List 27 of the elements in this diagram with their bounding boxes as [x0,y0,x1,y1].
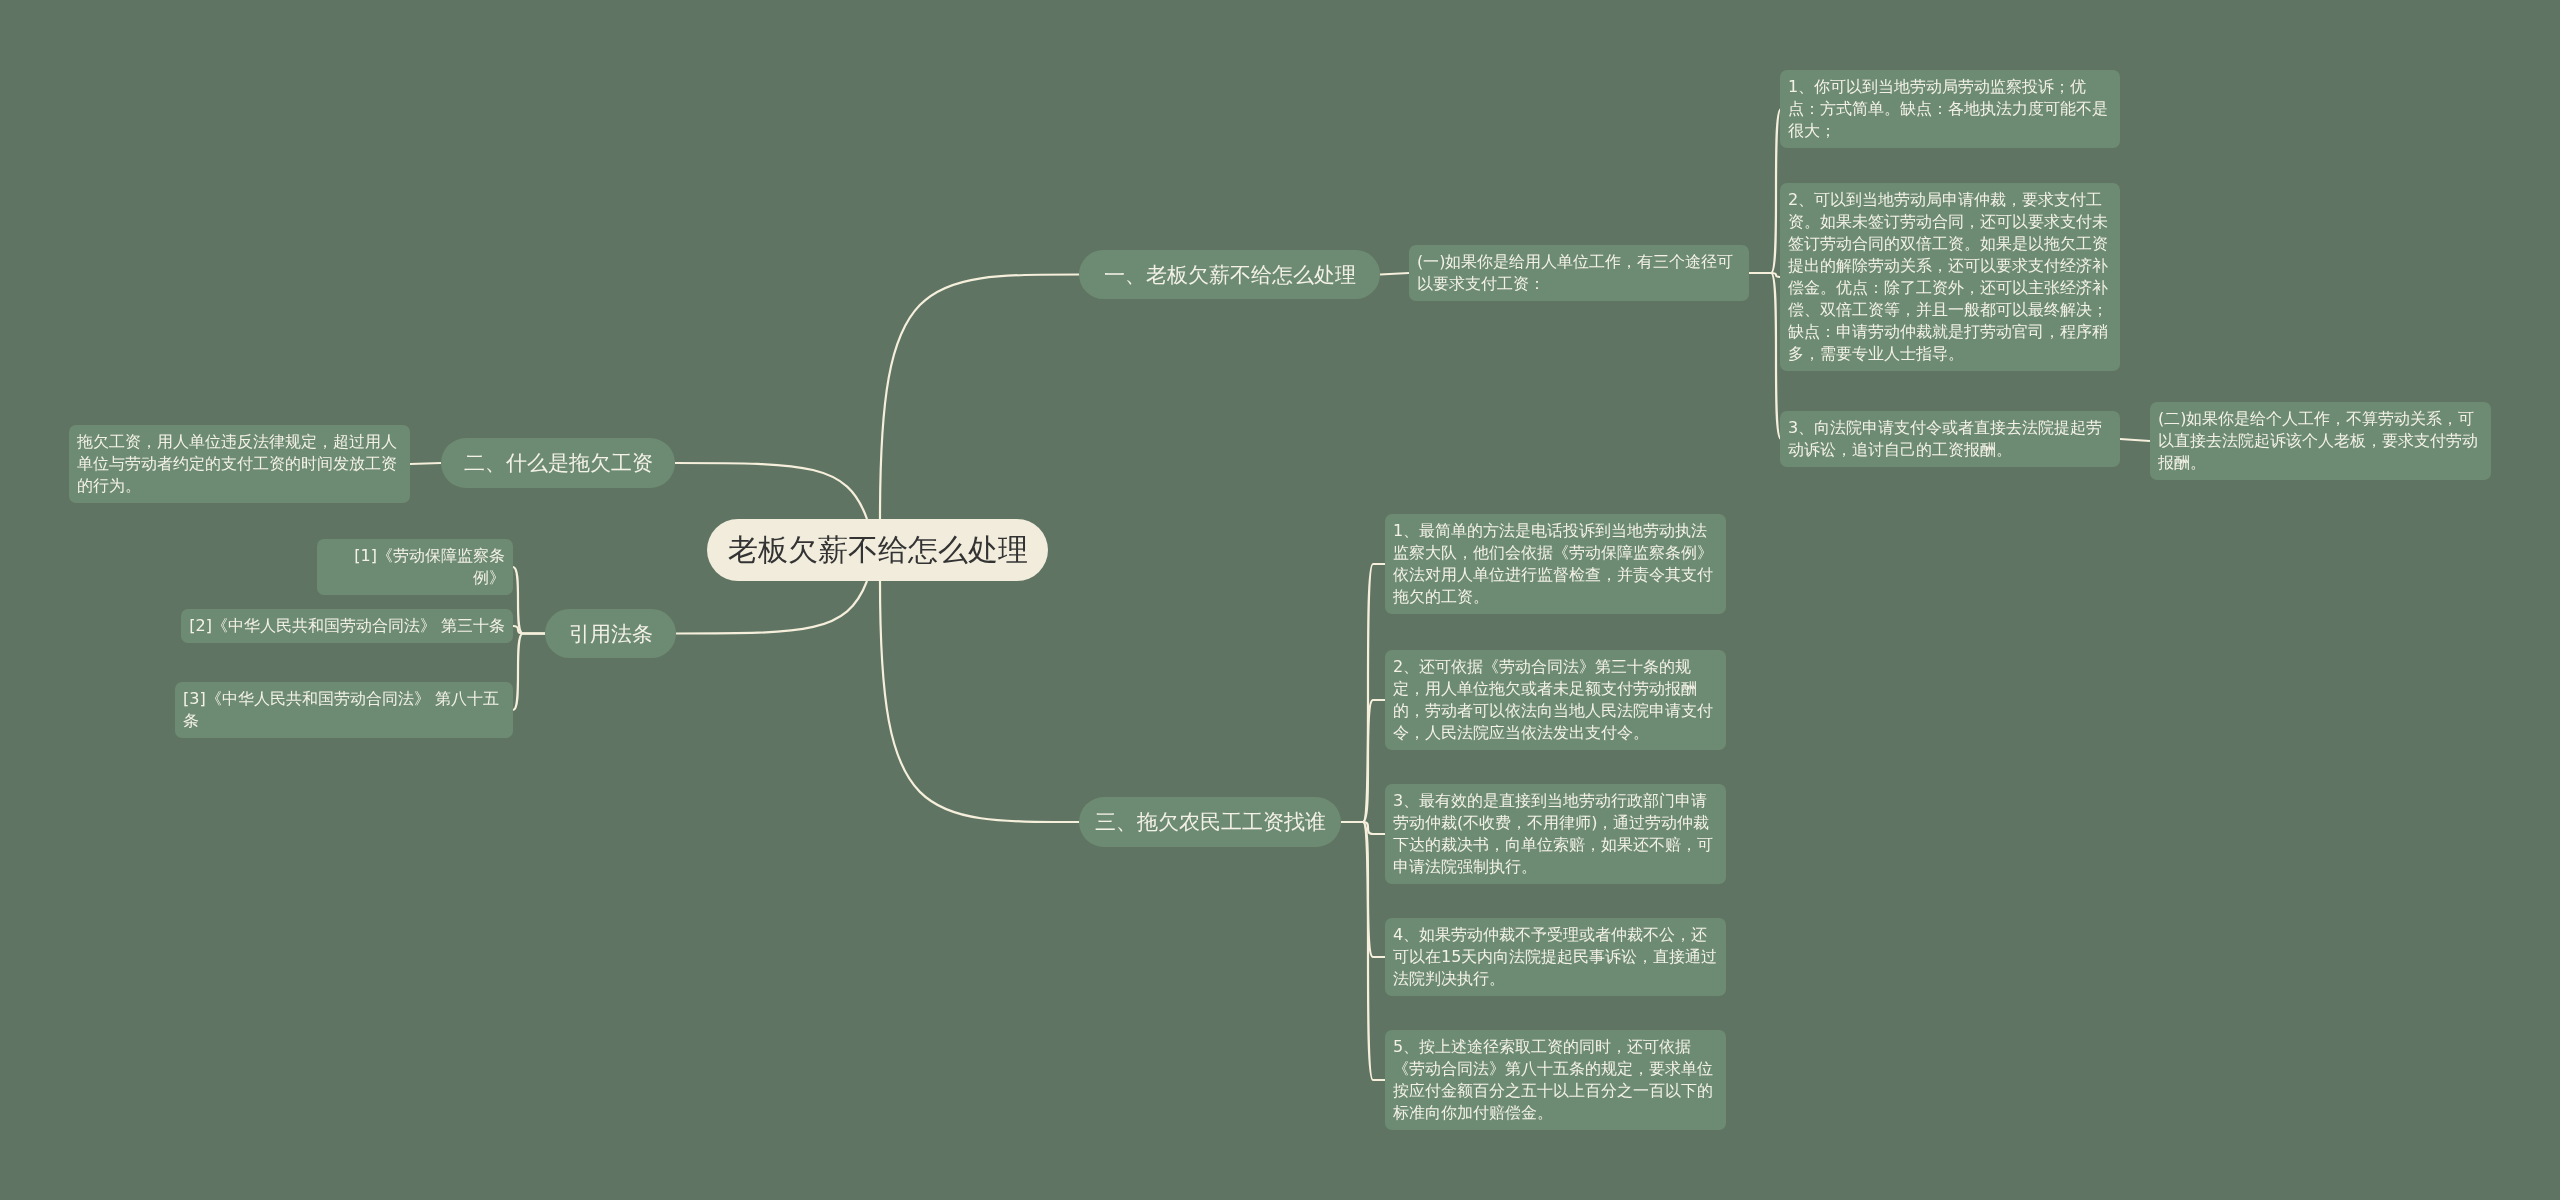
note-box: [1]《劳动保障监察条例》 [317,539,513,595]
connector-line [675,461,868,520]
note-box: 4、如果劳动仲裁不予受理或者仲裁不公，还可以在15天内向法院提起民事诉讼，直接通过法院判决执行。 [1385,918,1726,996]
note-box: (二)如果你是给个人工作，不算劳动关系，可以直接去法院起诉该个人老板，要求支付劳动报酬。 [2150,402,2491,480]
note-box: 3、向法院申请支付令或者直接去法院提起劳动诉讼，追讨自己的工资报酬。 [1780,411,2120,467]
note-box: [3]《中华人民共和国劳动合同法》 第八十五条 [175,682,513,738]
connector-line [409,461,442,466]
topic-box: 二、什么是拖欠工资 [441,438,675,488]
central-topic: 老板欠薪不给怎么处理 [707,519,1048,581]
connector-line [878,581,1079,824]
note-box: 1、最简单的方法是电话投诉到当地劳动执法监察大队，他们会依据《劳动保障监察条例》依法对用人单位进行监督检查，并责令其支付拖欠的工资。 [1385,514,1726,614]
connector-line [1379,271,1410,276]
note-box: (一)如果你是给用人单位工作，有三个途径可以要求支付工资： [1409,245,1749,301]
topic-box: 一、老板欠薪不给怎么处理 [1079,250,1380,299]
connector-line [2119,437,2151,443]
note-box: 2、还可依据《劳动合同法》第三十条的规定，用人单位拖欠或者未足额支付劳动报酬的，劳动者可以依法向当地人民法院申请支付令，人民法院应当依法发出支付令。 [1385,650,1726,750]
note-box: 2、可以到当地劳动局申请仲裁，要求支付工资。如果未签订劳动合同，还可以要求支付未签订劳动合同的双倍工资。如果是以拖欠工资提出的解除劳动关系，还可以要求支付经济补偿金。优点：除了工资外，还可以主张经济补偿、双倍工资等，并且一般都可以最终解决；缺点：申请劳动仲裁就是打劳动官司，程序稍多，需要专业人士指导。 [1780,183,2120,371]
note-box: 1、你可以到当地劳动局劳动监察投诉；优点：方式简单。缺点：各地执法力度可能不是很大； [1780,70,2120,148]
connector-line [676,580,868,635]
connector-line [878,273,1079,519]
note-box: [2]《中华人民共和国劳动合同法》 第三十条 [181,609,513,643]
topic-box: 三、拖欠农民工工资找谁 [1079,797,1341,847]
note-box: 拖欠工资，用人单位违反法律规定，超过用人单位与劳动者约定的支付工资的时间发放工资的行为。 [69,425,410,503]
note-box: 3、最有效的是直接到当地劳动行政部门申请劳动仲裁(不收费，不用律师)，通过劳动仲裁下达的裁决书，向单位索赔，如果还不赔，可申请法院强制执行。 [1385,784,1726,884]
note-box: 5、按上述途径索取工资的同时，还可依据《劳动合同法》第八十五条的规定，要求单位按应付金额百分之五十以上百分之一百以下的标准向你加付赔偿金。 [1385,1030,1726,1130]
connector-line [511,632,545,712]
topic-box: 引用法条 [545,609,676,658]
